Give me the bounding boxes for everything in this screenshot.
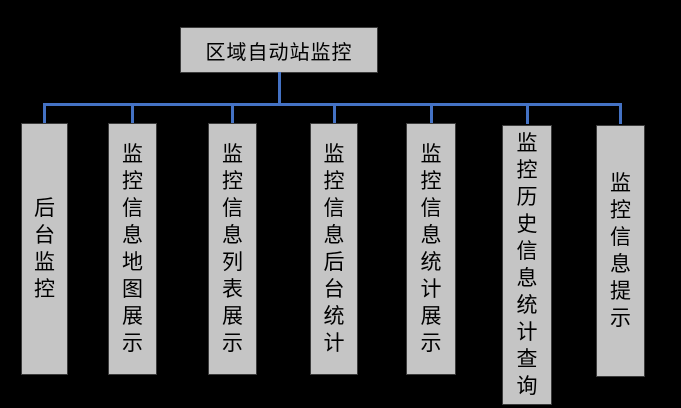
node-label: 监控信息提示 bbox=[610, 171, 631, 330]
connector-drop-backend-monitoring bbox=[43, 103, 46, 124]
node-label: 监控历史信息统计查询 bbox=[516, 131, 538, 398]
node-map-display: 监控信息地图展示 bbox=[108, 123, 157, 375]
node-label: 监控信息列表展示 bbox=[222, 142, 243, 355]
root-node-label: 区域自动站监控 bbox=[205, 39, 353, 64]
connector-drop-history-statistics-query bbox=[526, 103, 529, 124]
node-backend-statistics: 监控信息后台统计 bbox=[310, 123, 358, 375]
node-backend-monitoring: 后台监控 bbox=[21, 123, 68, 375]
node-label: 监控信息统计展示 bbox=[420, 142, 442, 355]
root-node: 区域自动站监控 bbox=[180, 27, 378, 73]
node-history-statistics-query: 监控历史信息统计查询 bbox=[502, 125, 552, 405]
connector-drop-list-display bbox=[231, 103, 234, 124]
node-label: 后台监控 bbox=[34, 196, 55, 301]
connector-root-stub bbox=[278, 72, 281, 106]
node-list-display: 监控信息列表展示 bbox=[208, 123, 257, 375]
connector-drop-map-display bbox=[131, 103, 134, 124]
connector-drop-backend-statistics bbox=[333, 103, 336, 124]
node-label: 监控信息地图展示 bbox=[122, 142, 143, 355]
connector-drop-statistics-display bbox=[430, 103, 433, 124]
connector-drop-info-prompt bbox=[619, 103, 622, 124]
connector-horizontal-bar bbox=[43, 103, 622, 106]
node-label: 监控信息后台统计 bbox=[323, 142, 345, 355]
node-info-prompt: 监控信息提示 bbox=[596, 125, 645, 377]
node-statistics-display: 监控信息统计展示 bbox=[406, 123, 456, 375]
